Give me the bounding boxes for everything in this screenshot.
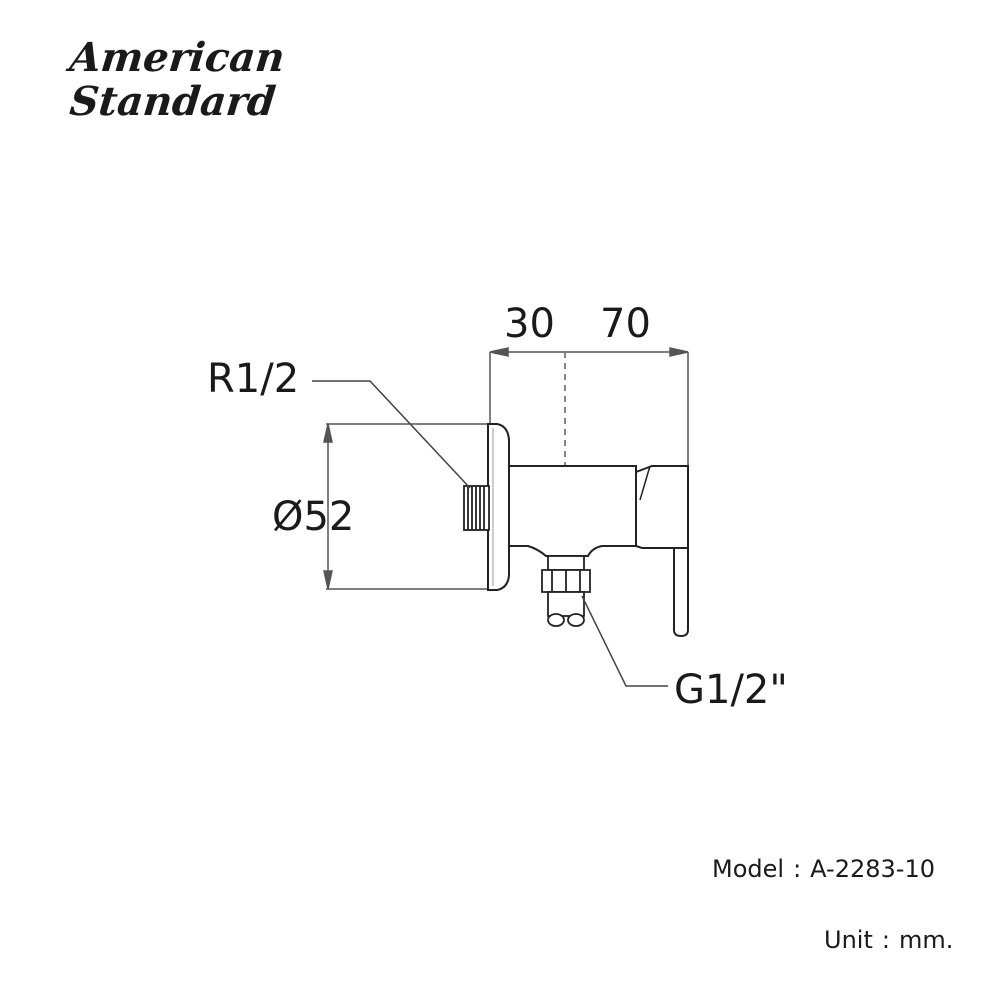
unit-info: Unit: mm.: [824, 926, 953, 954]
dim-label-30: 30: [504, 301, 555, 347]
thread-label-g12: G1/2": [674, 667, 788, 713]
model-value: A-2283-10: [810, 855, 935, 883]
leader-g12: [581, 595, 668, 687]
top-dimension: [489, 347, 689, 468]
model-label: Model: [712, 855, 785, 883]
outlet-connector: [541, 555, 591, 627]
model-separator: :: [793, 855, 802, 883]
inlet-thread: [463, 485, 490, 531]
unit-separator: :: [881, 926, 890, 954]
valve-body: [508, 465, 637, 557]
unit-value: mm.: [898, 926, 954, 954]
wall-flange: [487, 423, 510, 591]
dim-arrow-left: [489, 347, 509, 357]
handle-lever: [673, 547, 689, 638]
dia-arrow-top: [323, 423, 333, 443]
dim-label-70: 70: [600, 301, 651, 347]
thread-label-r12: R1/2: [207, 356, 299, 402]
diameter-label: Ø52: [272, 494, 354, 540]
leader-r12: [312, 380, 471, 489]
dim-arrow-right: [669, 347, 689, 357]
model-info: Model: A-2283-10: [712, 855, 935, 883]
unit-label: Unit: [824, 926, 873, 954]
dia-arrow-bottom: [323, 570, 333, 590]
handle-head: [635, 465, 689, 549]
